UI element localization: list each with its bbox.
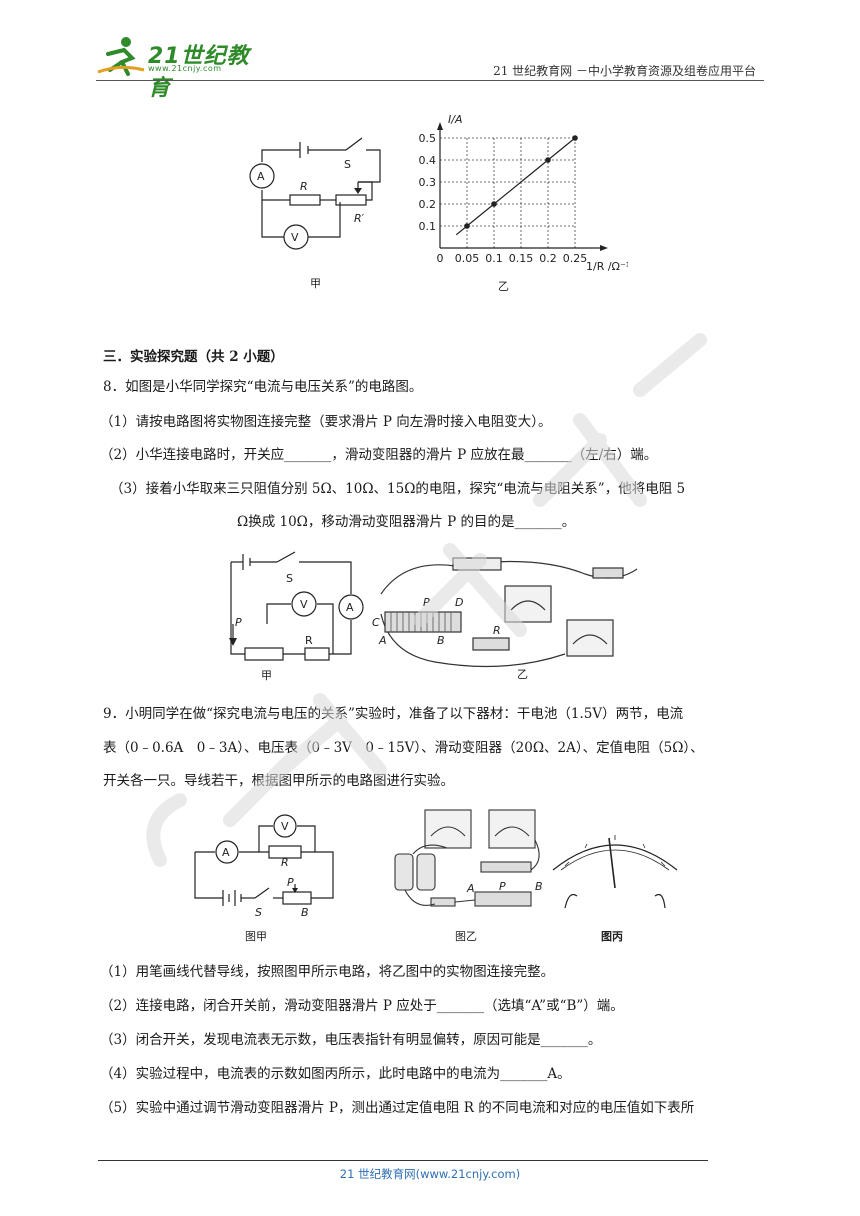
q8-ammeter-label: A <box>346 601 354 614</box>
q9-label-P: P <box>499 880 506 893</box>
y-tick-label: 0.1 <box>419 220 437 233</box>
logo-url: www.21cnjy.com <box>148 64 222 73</box>
q8-stem: 8．如图是小华同学探究“电流与电压关系”的电路图。 <box>103 379 423 395</box>
q8-switch-label: S <box>286 572 293 585</box>
data-point <box>572 135 578 141</box>
q8-figure: S V A P R 甲 P D <box>205 544 645 688</box>
ammeter-label: A <box>257 170 265 183</box>
q8-apparatus-yi <box>380 557 638 668</box>
y-tick-label: 0.2 <box>419 198 437 211</box>
x-tick-label: 0.15 <box>509 252 534 265</box>
q9-voltmeter-label: V <box>281 820 289 833</box>
resistor-label: R <box>300 180 308 193</box>
q8-label-P: P <box>423 596 430 609</box>
q9-meter-ticks <box>564 835 666 867</box>
data-point <box>464 223 470 229</box>
x-tick-label: 0.1 <box>485 252 503 265</box>
section-title: 三．实验探究题（共 2 小题） <box>103 349 284 365</box>
q9-label-A: A <box>466 882 475 895</box>
figure-caption-yi: 乙 <box>498 280 509 293</box>
q9-part3: （3）闭合开关，发现电流表无示数，电压表指针有明显偏转，原因可能是_______… <box>100 1032 602 1048</box>
q9-part4: （4）实验过程中，电流表的示数如图丙所示，此时电路中的电流为_______A。 <box>100 1066 571 1082</box>
q9-circuit-jia <box>194 825 334 906</box>
voltmeter-label: V <box>291 231 299 244</box>
header-site-title: 21 世纪教育网 －中小学教育资源及组卷应用平台 <box>493 64 756 78</box>
q9-switch-label: S <box>255 906 262 919</box>
x-axis-label: 1/R /Ω⁻¹ <box>586 260 628 273</box>
series-line <box>455 137 576 236</box>
q8-slider-label: P <box>235 616 242 629</box>
data-point <box>545 157 551 163</box>
q8-part3-line2: Ω换成 10Ω，移动滑动变阻器滑片 P 的目的是_______。 <box>237 514 576 530</box>
top-circuit-jia: A V S R R′ 甲 <box>238 130 398 299</box>
x-tick-label: 0 <box>437 252 444 265</box>
q8-label-D: D <box>455 596 463 609</box>
q8-label-A: A <box>378 634 387 647</box>
switch-label: S <box>344 158 351 171</box>
q8-part2: （2）小华连接电路时，开关应_______，滑动变阻器的滑片 P 应放在最___… <box>100 447 658 463</box>
q9-stem-line2: 表（0﹣0.6A 0﹣3A）、电压表（0﹣3V 0﹣15V）、滑动变阻器（20Ω… <box>103 740 704 756</box>
q8-part3-line1: （3）接着小华取来三只阻值分别 5Ω、10Ω、15Ω的电阻，探究“电流与电阻关系… <box>110 481 686 497</box>
q8-label-R: R <box>493 624 501 637</box>
page-header: 21世纪教育 www.21cnjy.com 21 世纪教育网 －中小学教育资源及… <box>96 34 764 101</box>
q8-voltmeter-label: V <box>300 598 308 611</box>
q9-caption-yi: 图乙 <box>455 930 477 943</box>
page-footer: 21 世纪教育网(www.21cnjy.com) <box>339 1167 521 1181</box>
q9-ammeter-label: A <box>222 846 230 859</box>
x-tick-label: 0.2 <box>539 252 557 265</box>
y-axis-label: I/A <box>448 113 462 126</box>
y-tick-label: 0.5 <box>419 132 437 145</box>
q8-resistor-label: R <box>305 634 313 647</box>
q9-caption-jia: 图甲 <box>245 930 267 943</box>
q9-label-B2: B <box>535 880 543 893</box>
y-tick-label: 0.3 <box>419 176 437 189</box>
logo-text: 21世纪教育 <box>148 44 250 101</box>
runner-logo-icon <box>97 37 145 76</box>
site-logo: 21世纪教育 www.21cnjy.com <box>96 34 266 101</box>
q9-part2: （2）连接电路，闭合开关前，滑动变阻器滑片 P 应处于_______（选填“A”… <box>100 998 624 1014</box>
q8-label-B: B <box>437 634 445 647</box>
figure-caption-jia: 甲 <box>310 277 321 290</box>
q9-figure: A V R S P B 图甲 A P B 图乙 <box>185 800 685 950</box>
q9-meter-bing <box>552 837 678 909</box>
rheostat-label: R′ <box>354 212 365 225</box>
q9-caption-bing: 图丙 <box>601 930 623 943</box>
q9-part5: （5）实验中通过调节滑动变阻器滑片 P，测出通过定值电阻 R 的不同电流和对应的… <box>100 1100 695 1116</box>
data-point <box>491 201 497 207</box>
q9-slider-label: P <box>287 876 294 889</box>
x-tick-label: 0.25 <box>563 252 588 265</box>
q8-label-C: C <box>372 616 380 629</box>
q9-stem-line3: 开关各一只。导线若干，根据图甲所示的电路图进行实验。 <box>103 773 454 789</box>
q9-label-B: B <box>301 906 309 919</box>
q8-caption-jia: 甲 <box>261 669 272 682</box>
header-divider <box>96 80 764 81</box>
q9-resistor-label: R <box>281 856 289 869</box>
q8-part1: （1）请按电路图将实物图连接完整（要求滑片 P 向左滑时接入电阻变大）。 <box>100 414 552 430</box>
q9-apparatus-yi <box>394 809 540 907</box>
q9-part1: （1）用笔画线代替导线，按照图甲所示电路，将乙图中的实物图连接完整。 <box>100 964 555 980</box>
y-tick-label: 0.4 <box>419 154 437 167</box>
q8-caption-yi: 乙 <box>517 668 528 681</box>
x-tick-label: 0.05 <box>455 252 480 265</box>
q9-stem-line1: 9．小明同学在做“探究电流与电压的关系”实验时，准备了以下器材：干电池（1.5V… <box>103 706 684 722</box>
q8-circuit-jia <box>230 551 352 661</box>
footer-divider <box>98 1160 708 1161</box>
